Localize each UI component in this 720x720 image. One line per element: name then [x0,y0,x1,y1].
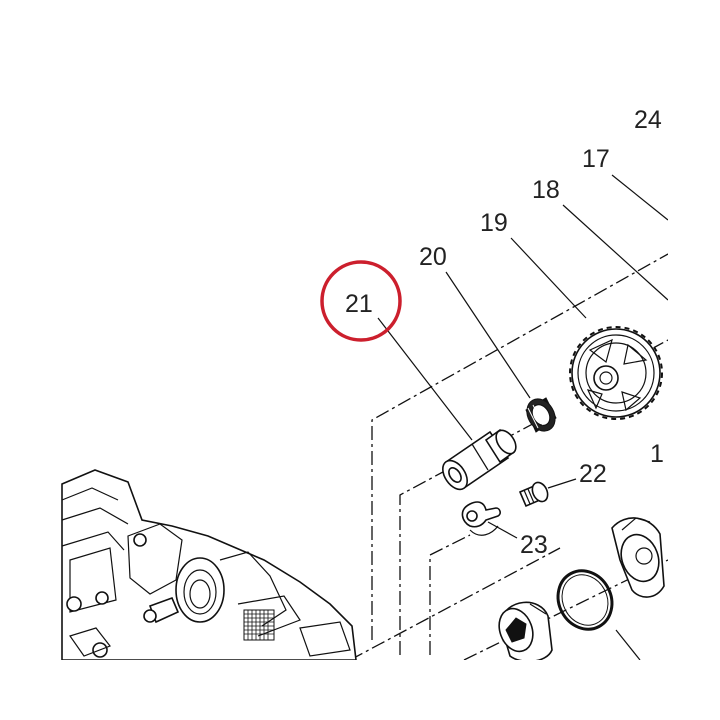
crop-mask-bottom [0,660,720,720]
grid-pattern [244,610,274,640]
callout-22: 22 [579,460,607,488]
part-main-casing[interactable] [61,469,357,661]
part-o-ring[interactable] [548,561,622,638]
callout-17: 17 [582,145,610,173]
callout-19: 19 [480,209,508,237]
callout-23: 23 [520,531,548,559]
callout-20: 20 [419,243,447,271]
callout-labels: 24 17 18 19 20 21 22 23 1 [345,106,664,559]
callout-18: 18 [532,176,560,204]
part-22-screw[interactable] [518,480,551,508]
part-housing-right[interactable] [611,517,665,598]
callout-24: 24 [634,106,662,134]
leader-lines [377,174,669,661]
highlight-circle [320,260,402,342]
callout-21: 21 [345,290,373,318]
part-23-clip[interactable] [461,501,501,536]
part-19-gear[interactable] [569,326,663,420]
part-20-needle-bearing[interactable] [521,394,561,436]
callout-1: 1 [650,440,664,468]
crop-mask-right [668,0,720,720]
part-coupling[interactable] [493,601,553,663]
part-21-pin[interactable] [438,427,520,494]
